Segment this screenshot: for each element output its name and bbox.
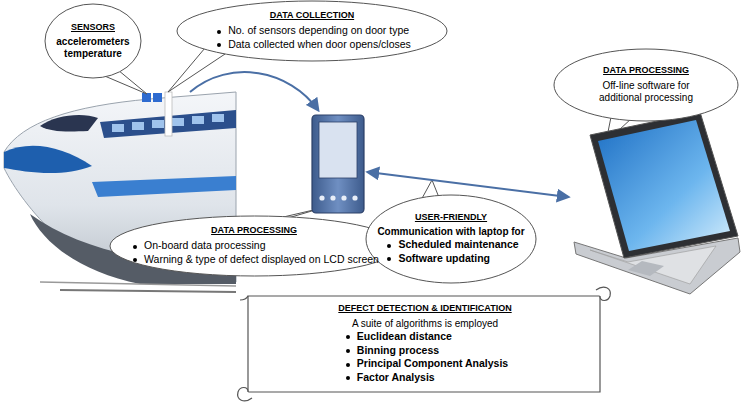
callout-bubble: SENSORS accelerometers temperature <box>44 3 142 79</box>
bullet-text: Factor Analysis <box>357 371 435 383</box>
bullet-item: Software updating <box>383 252 518 266</box>
bubble-ellipse <box>177 1 447 61</box>
bullet-dot <box>217 43 221 47</box>
callout-heading: DEFECT DETECTION & IDENTIFICATION <box>338 303 511 314</box>
node-inner: DEFECT DETECTION & IDENTIFICATION A suite… <box>256 298 594 390</box>
bullet-text: On-board data processing <box>144 239 265 251</box>
callout-text: accelerometers temperature <box>56 36 130 60</box>
bullet-item: No. of sensors depending on door type <box>213 24 411 38</box>
bullet-item: Principal Component Analysis <box>342 357 508 371</box>
text-stack: USER-FRIENDLY Communication with laptop f… <box>377 212 524 266</box>
bubble-ellipse <box>45 4 141 78</box>
bullet-dot <box>346 349 350 353</box>
text-stack: DATA PROCESSING Off-line software for add… <box>581 65 711 104</box>
bullet-text: Warning & type of defect displayed on LC… <box>144 253 379 265</box>
bullet-list: On-board data processingWarning & type o… <box>129 239 379 266</box>
bullet-dot <box>346 376 350 380</box>
text-stack: DEFECT DETECTION & IDENTIFICATION A suite… <box>338 303 511 384</box>
bubble-ellipse <box>110 216 399 276</box>
callout-bubble: DATA PROCESSING On-board data processingW… <box>109 215 400 277</box>
bullet-item: Euclidean distance <box>342 330 508 344</box>
callout-bubble: DATA PROCESSING Off-line software for add… <box>553 48 739 122</box>
callout-heading: DATA COLLECTION <box>270 10 354 21</box>
text-stack: DATA PROCESSING On-board data processingW… <box>129 225 379 267</box>
bullet-item: Data collected when door opens/closes <box>213 38 411 52</box>
text-stack: DATA COLLECTION No. of sensors depending … <box>213 10 411 52</box>
laptop <box>574 112 740 294</box>
node-inner: DATA COLLECTION No. of sensors depending … <box>176 0 448 62</box>
text-stack: SENSORS accelerometers temperature <box>56 22 130 60</box>
bubble-ellipse <box>366 195 536 283</box>
bullet-dot <box>133 245 137 249</box>
bullet-text: Principal Component Analysis <box>357 357 508 369</box>
bubble-ellipse <box>554 49 738 121</box>
bullet-list: No. of sensors depending on door typeDat… <box>213 24 411 51</box>
communication-arrow <box>368 172 568 197</box>
callout-tails <box>100 48 632 222</box>
scroll-box: DEFECT DETECTION & IDENTIFICATION A suite… <box>256 298 594 390</box>
callout-text: Off-line software for additional process… <box>581 80 711 105</box>
bullet-dot <box>346 335 350 339</box>
callout-heading: USER-FRIENDLY <box>415 212 487 223</box>
bullet-item: Binning process <box>342 344 508 358</box>
bullet-dot <box>217 30 221 34</box>
bullet-text: Euclidean distance <box>357 330 452 342</box>
bullet-text: Binning process <box>357 344 439 356</box>
bullet-item: Warning & type of defect displayed on LC… <box>129 253 379 267</box>
bullet-text: Software updating <box>398 252 490 264</box>
bullet-text: Data collected when door opens/closes <box>228 38 411 50</box>
bullet-text: Scheduled maintenance <box>398 238 518 250</box>
scroll-shape <box>238 287 611 401</box>
callout-text: A suite of algorithms is employed <box>352 318 498 331</box>
node-inner: SENSORS accelerometers temperature <box>44 3 142 79</box>
bullet-item: Scheduled maintenance <box>383 238 518 252</box>
node-inner: DATA PROCESSING On-board data processingW… <box>109 215 400 277</box>
bullet-item: Factor Analysis <box>342 371 508 385</box>
callout-heading: SENSORS <box>71 22 115 33</box>
callout-heading: DATA PROCESSING <box>211 225 297 236</box>
node-inner: DATA PROCESSING Off-line software for add… <box>553 48 739 122</box>
bullet-list: Euclidean distanceBinning processPrincip… <box>342 330 508 385</box>
callout-heading: DATA PROCESSING <box>603 65 689 76</box>
bullet-list: Scheduled maintenanceSoftware updating <box>383 238 518 265</box>
bullet-dot <box>387 244 391 248</box>
node-inner: USER-FRIENDLY Communication with laptop f… <box>365 194 537 284</box>
data-flow-arrow <box>190 72 318 110</box>
bullet-dot <box>346 363 350 367</box>
bullet-dot <box>387 257 391 261</box>
callout-text: Communication with laptop for <box>377 226 524 238</box>
callout-bubble: USER-FRIENDLY Communication with laptop f… <box>365 194 537 284</box>
bullet-text: No. of sensors depending on door type <box>228 24 409 36</box>
bullet-dot <box>133 258 137 262</box>
onboard-device <box>312 115 364 213</box>
callout-bubble: DATA COLLECTION No. of sensors depending … <box>176 0 448 62</box>
bullet-item: On-board data processing <box>129 239 379 253</box>
